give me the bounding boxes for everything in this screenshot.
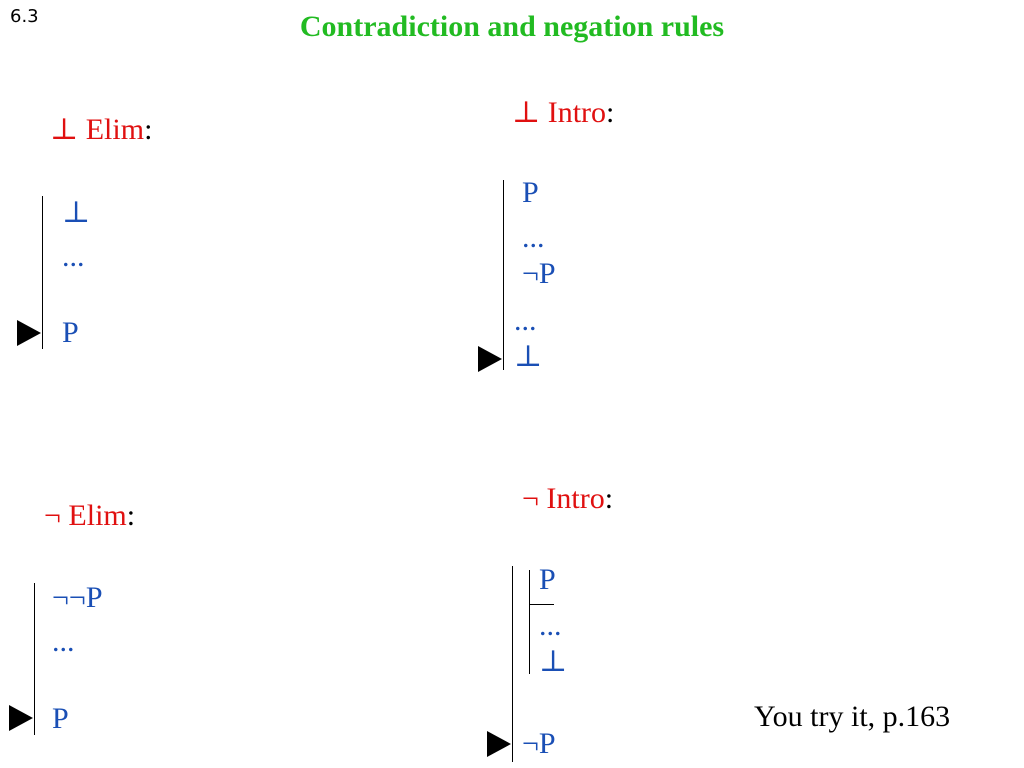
bot-intro-line-2: ... [522, 221, 545, 254]
bot-elim-symbol: ⊥ [50, 113, 79, 146]
neg-intro-label: Intro [546, 482, 605, 515]
bot-intro-colon: : [606, 96, 615, 129]
footer-note: You try it, p.163 [754, 700, 951, 733]
bot-intro-heading: ⊥ Intro: [512, 95, 614, 130]
bot-intro-proof-bar [503, 180, 504, 370]
neg-intro-heading: ¬ Intro: [522, 482, 613, 516]
bot-elim-conclusion-arrow [17, 320, 41, 346]
bot-intro-conclusion-arrow [478, 346, 502, 372]
neg-elim-line-1: ¬¬P [52, 581, 103, 614]
neg-elim-conclusion-arrow [9, 705, 33, 731]
bot-elim-line-2: ... [62, 240, 85, 273]
bot-intro-conclusion: ⊥ [514, 340, 543, 373]
neg-intro-symbol: ¬ [522, 482, 539, 515]
bot-intro-line-3: ¬P [522, 257, 556, 290]
neg-intro-subproof-line-2: ... [539, 609, 562, 642]
neg-elim-line-2: ... [52, 625, 75, 658]
slide-title: Contradiction and negation rules [299, 10, 725, 43]
bot-elim-heading: ⊥ Elim: [50, 112, 152, 147]
neg-elim-symbol: ¬ [44, 499, 61, 532]
neg-elim-label: Elim [68, 499, 127, 532]
bot-intro-symbol: ⊥ [512, 96, 541, 129]
bot-elim-colon: : [144, 113, 153, 146]
bot-intro-line-1: P [522, 176, 539, 209]
neg-intro-subproof-line-1: P [539, 563, 556, 596]
bot-elim-line-1: ⊥ [62, 196, 91, 229]
neg-elim-conclusion: P [52, 702, 69, 735]
neg-elim-proof-bar [34, 583, 35, 735]
neg-intro-conclusion: ¬P [522, 727, 556, 760]
neg-intro-colon: : [604, 482, 614, 515]
slide-number: 6.3 [10, 6, 39, 27]
neg-intro-proof-bar [512, 566, 513, 762]
neg-intro-subproof-bar [529, 570, 530, 674]
bot-intro-line-4: ... [514, 304, 537, 337]
neg-elim-heading: ¬ Elim: [44, 499, 135, 533]
neg-intro-conclusion-arrow [487, 731, 511, 757]
bot-elim-label: Elim [85, 113, 145, 146]
neg-intro-assumption-line [529, 604, 554, 605]
neg-intro-subproof-line-3: ⊥ [539, 645, 568, 678]
bot-intro-label: Intro [547, 96, 607, 129]
bot-elim-proof-bar [42, 196, 43, 349]
neg-elim-colon: : [126, 499, 136, 532]
bot-elim-conclusion: P [62, 316, 79, 349]
